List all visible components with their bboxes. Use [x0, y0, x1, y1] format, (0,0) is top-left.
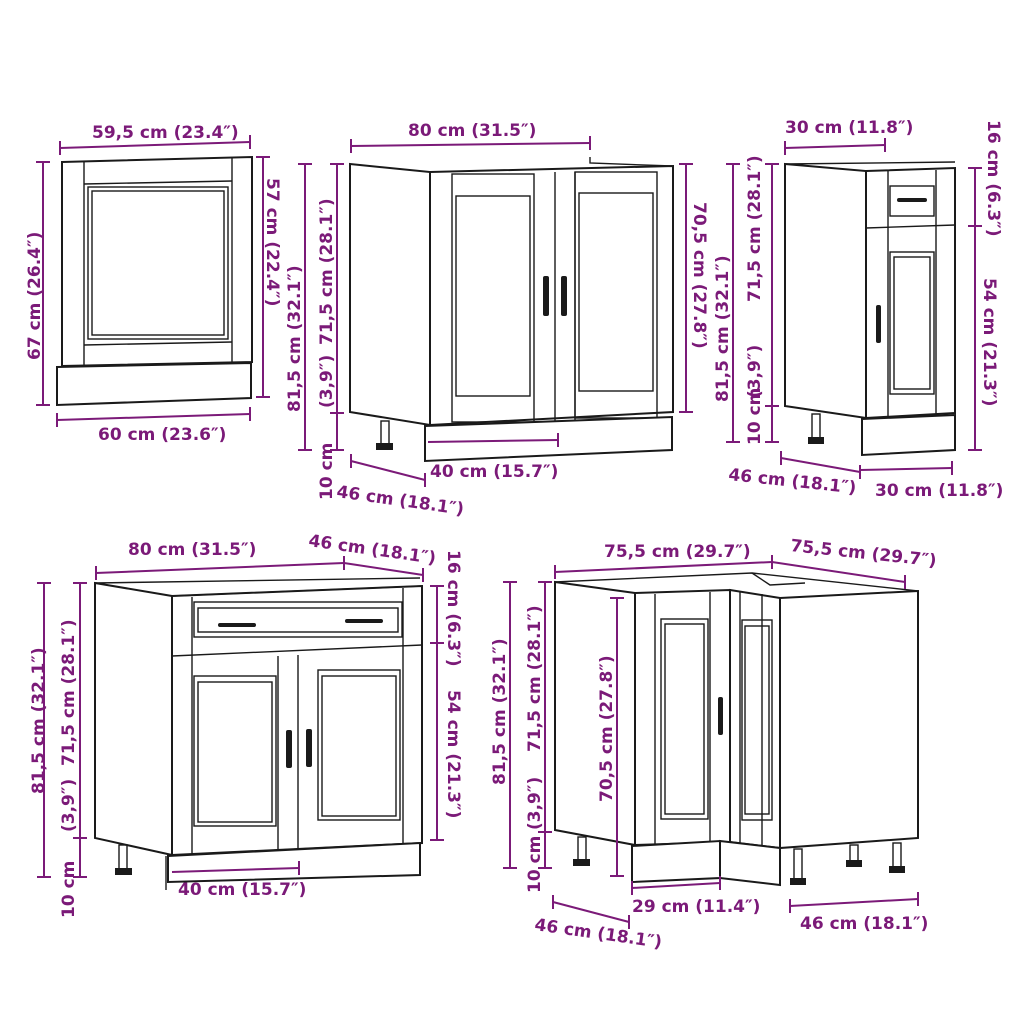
label-door-height: 54 cm (21.3″): [443, 690, 463, 818]
label-leg-height-cm: 10 cm: [745, 388, 765, 445]
label-door-width: 40 cm (15.7″): [178, 880, 306, 900]
corner-cabinet-dimensions: 75,5 cm (29.7″) 75,5 cm (29.7″) 81,5 cm …: [490, 536, 937, 953]
dishwasher-panel: [56, 155, 253, 407]
label-top-width: 59,5 cm (23.4″): [92, 123, 239, 143]
label-drawer-height: 16 cm (6.3″): [443, 550, 463, 667]
label-width: 80 cm (31.5″): [128, 540, 256, 560]
label-bottom-width: 30 cm (11.8″): [875, 481, 1003, 501]
label-bottom-width: 60 cm (23.6″): [98, 425, 226, 445]
label-width-right: 75,5 cm (29.7″): [789, 536, 937, 571]
label-door-height: 54 cm (21.3″): [979, 278, 999, 406]
label-depth: 46 cm (18.1″): [727, 465, 857, 498]
label-top-width: 30 cm (11.8″): [785, 118, 913, 138]
label-width-left: 75,5 cm (29.7″): [604, 542, 751, 562]
label-body-height: 71,5 cm (28.1″): [59, 619, 79, 766]
label-drawer-height: 16 cm (6.3″): [983, 120, 1003, 237]
label-total-height: 81,5 cm (32.1″): [490, 638, 510, 785]
label-door-width: 29 cm (11.4″): [632, 897, 760, 917]
label-depth-right: 46 cm (18.1″): [800, 914, 928, 934]
label-depth-left: 46 cm (18.1″): [533, 915, 663, 953]
label-door-width: 40 cm (15.7″): [430, 462, 558, 482]
label-total-height: 81,5 cm (32.1″): [713, 255, 733, 402]
label-leg-height-cm: 10 cm: [317, 443, 337, 500]
label-leg-height-cm: 10 cm: [525, 836, 545, 893]
label-leg-height-cm: 10 cm: [59, 861, 79, 918]
corner-cabinet: [554, 572, 919, 887]
label-width: 80 cm (31.5″): [408, 121, 536, 141]
label-leg-height-inch: (3,9″): [59, 779, 79, 832]
label-body-height: 71,5 cm (28.1″): [317, 198, 337, 345]
label-depth: 46 cm (18.1″): [335, 482, 465, 520]
label-leg-height-inch: (3,9″): [745, 345, 765, 398]
label-body-height: 71,5 cm (28.1″): [745, 155, 765, 302]
narrow-drawer-cabinet: [784, 161, 956, 457]
label-door-height: 70,5 cm (27.8″): [597, 655, 617, 802]
label-body-height: 71,5 cm (28.1″): [525, 605, 545, 752]
dishwasher-panel-dimensions: 59,5 cm (23.4″) 67 cm (26.4″) 57 cm (22.…: [25, 123, 282, 445]
label-leg-height-inch: (3,9″): [525, 777, 545, 830]
label-total-height: 81,5 cm (32.1″): [285, 265, 305, 412]
label-height: 67 cm (26.4″): [25, 232, 45, 360]
label-panel-height: 57 cm (22.4″): [262, 178, 282, 306]
drawer-base-cabinet: [94, 577, 423, 890]
sink-base-cabinet: [349, 157, 674, 463]
label-door-height: 70,5 cm (27.8″): [689, 202, 709, 349]
label-total-height: 81,5 cm (32.1″): [29, 647, 49, 794]
label-leg-height-inch: (3,9″): [317, 355, 337, 408]
sink-base-cabinet-dimensions: 80 cm (31.5″) 81,5 cm (32.1″) 71,5 cm (2…: [285, 121, 709, 520]
